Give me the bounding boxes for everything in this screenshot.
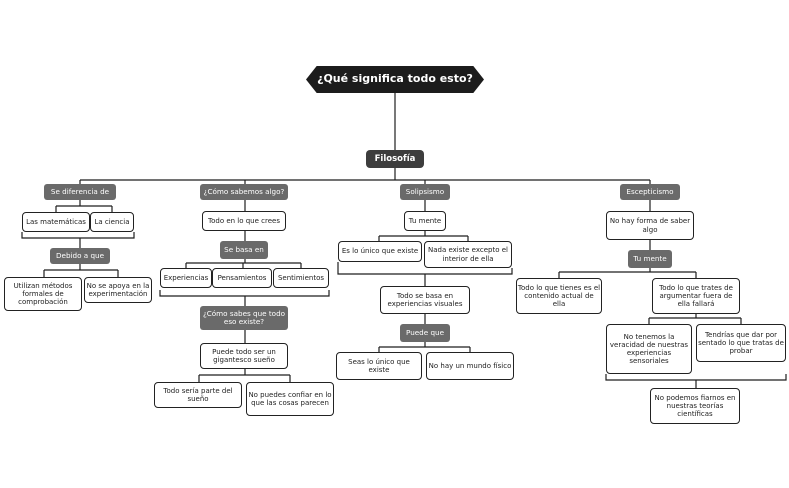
node-teorias[interactable]: No podemos fiarnos en nuestras teorías c…	[650, 388, 740, 424]
branch-label-escepticismo[interactable]: Escepticismo	[620, 184, 680, 200]
node-metodos[interactable]: Utilizan métodos formales de comprobació…	[4, 277, 82, 311]
node-probar[interactable]: Tendrías que dar por sentado lo que trat…	[696, 324, 786, 362]
node-contenido[interactable]: Todo lo que tienes es el contenido actua…	[516, 278, 602, 314]
node-argumentar[interactable]: Todo lo que trates de argumentar fuera d…	[652, 278, 740, 314]
node-parte[interactable]: Todo sería parte del sueño	[154, 382, 242, 408]
node-ciencia[interactable]: La ciencia	[90, 212, 134, 232]
node-veracidad[interactable]: No tenemos la veracidad de nuestras expe…	[606, 324, 692, 374]
node-nada[interactable]: Nada existe excepto el interior de ella	[424, 241, 512, 268]
node-forma[interactable]: No hay forma de saber algo	[606, 211, 694, 240]
node-experimentacion[interactable]: No se apoya en la experimentación	[84, 277, 152, 303]
hub-topic[interactable]: Filosofía	[366, 150, 424, 168]
node-mundo[interactable]: No hay un mundo físico	[426, 352, 514, 380]
node-tu-mente-solipsismo[interactable]: Tu mente	[404, 211, 446, 231]
label-debido[interactable]: Debido a que	[50, 248, 110, 264]
node-sueno[interactable]: Puede todo ser un gigantesco sueño	[200, 343, 288, 369]
node-experiencias[interactable]: Experiencias	[160, 268, 212, 288]
node-pensamientos[interactable]: Pensamientos	[212, 268, 272, 288]
node-matematicas[interactable]: Las matemáticas	[22, 212, 90, 232]
root-topic[interactable]: ¿Qué significa todo esto?	[306, 66, 484, 93]
node-crees[interactable]: Todo en lo que crees	[202, 211, 286, 231]
label-tu-mente-escepticismo[interactable]: Tu mente	[628, 250, 672, 268]
label-puede[interactable]: Puede que	[400, 324, 450, 342]
label-existe[interactable]: ¿Cómo sabes que todo eso existe?	[200, 306, 288, 330]
branch-label-solipsismo[interactable]: Solipsismo	[400, 184, 450, 200]
branch-label-sabemos[interactable]: ¿Cómo sabemos algo?	[200, 184, 288, 200]
node-visuales[interactable]: Todo se basa en experiencias visuales	[380, 286, 470, 314]
node-unico[interactable]: Es lo único que existe	[338, 241, 422, 262]
branch-label-diferencia[interactable]: Se diferencia de	[44, 184, 116, 200]
node-confiar[interactable]: No puedes confiar en lo que las cosas pa…	[246, 382, 334, 416]
node-sentimientos[interactable]: Sentimientos	[273, 268, 329, 288]
label-basa[interactable]: Se basa en	[220, 241, 268, 259]
node-seas[interactable]: Seas lo único que existe	[336, 352, 422, 380]
